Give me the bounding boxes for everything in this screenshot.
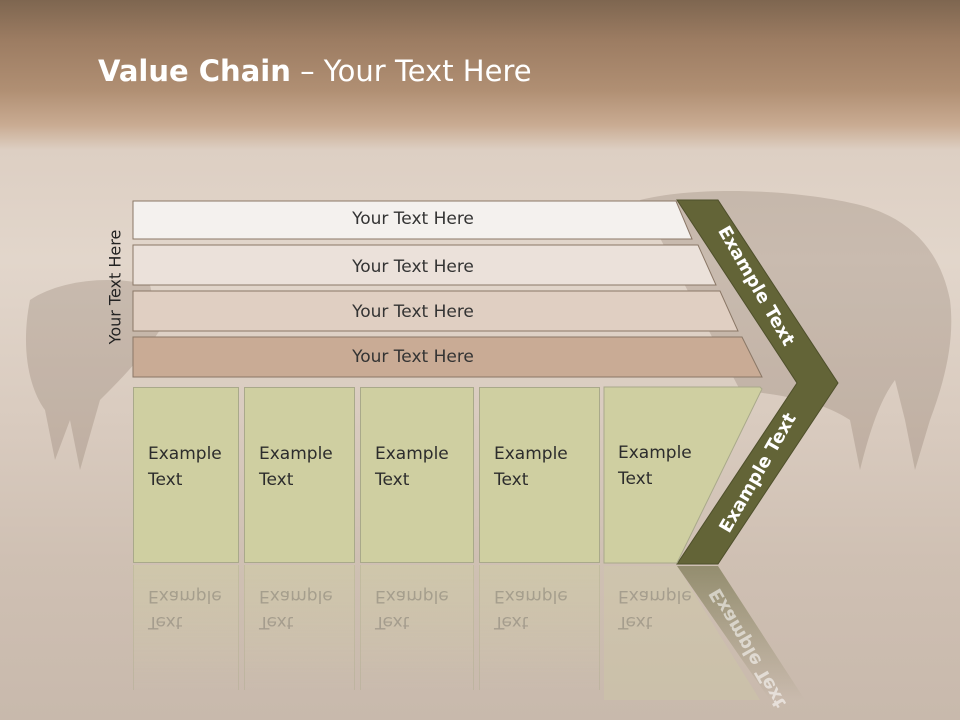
box-1-reflection-line2: Text [148, 612, 183, 632]
box-2-line2: Text [259, 470, 294, 490]
page-title: Value Chain – Your Text Here [98, 54, 532, 88]
box-3-reflection-text: Text Example [375, 583, 449, 635]
box-3-reflection-line1: Example [375, 586, 449, 606]
box-5-shape [603, 386, 763, 564]
box-3-line2: Text [375, 470, 410, 490]
box-1-reflection-text: Text Example [148, 583, 222, 635]
box-2-line1: Example [259, 444, 333, 464]
box-5-line1: Example [618, 443, 692, 463]
box-4-line2: Text [494, 470, 529, 490]
strip-4-label: Your Text Here [352, 347, 474, 367]
box-4-reflection-line1: Example [494, 586, 568, 606]
box-4-reflection-text: Text Example [494, 583, 568, 635]
strip-4 [132, 336, 763, 378]
box-4-reflection: Text Example [479, 565, 600, 690]
box-3-line1: Example [375, 444, 449, 464]
strip-2 [132, 244, 717, 286]
box-2-reflection-line2: Text [259, 612, 294, 632]
strip-2-label: Your Text Here [352, 257, 474, 277]
box-5-reflection-line1: Example [618, 586, 692, 606]
title-rest: – Your Text Here [290, 54, 532, 88]
box-4-line1: Example [494, 444, 568, 464]
box-1-reflection-line1: Example [148, 586, 222, 606]
box-5-reflection-text: Text Example [618, 583, 692, 635]
strip-3-label: Your Text Here [352, 302, 474, 322]
box-3-reflection-line2: Text [375, 612, 410, 632]
strip-1 [132, 200, 693, 240]
box-1-line2: Text [148, 470, 183, 490]
strip-1-label: Your Text Here [352, 209, 474, 229]
strip-3 [132, 290, 739, 332]
box-5-reflection [604, 566, 760, 700]
box-5-line2: Text [618, 469, 653, 489]
box-1-reflection: Text Example [133, 565, 239, 690]
box-1-line1: Example [148, 444, 222, 464]
box-2-reflection: Text Example [244, 565, 355, 690]
box-2-reflection-text: Text Example [259, 583, 333, 635]
box-5-reflection-line2: Text [618, 612, 653, 632]
chevron-shape [676, 199, 839, 565]
title-bold: Value Chain [98, 54, 291, 88]
box-4-reflection-line2: Text [494, 612, 529, 632]
box-3-reflection: Text Example [360, 565, 474, 690]
chevron-reflection [677, 566, 805, 700]
box-2-reflection-line1: Example [259, 586, 333, 606]
